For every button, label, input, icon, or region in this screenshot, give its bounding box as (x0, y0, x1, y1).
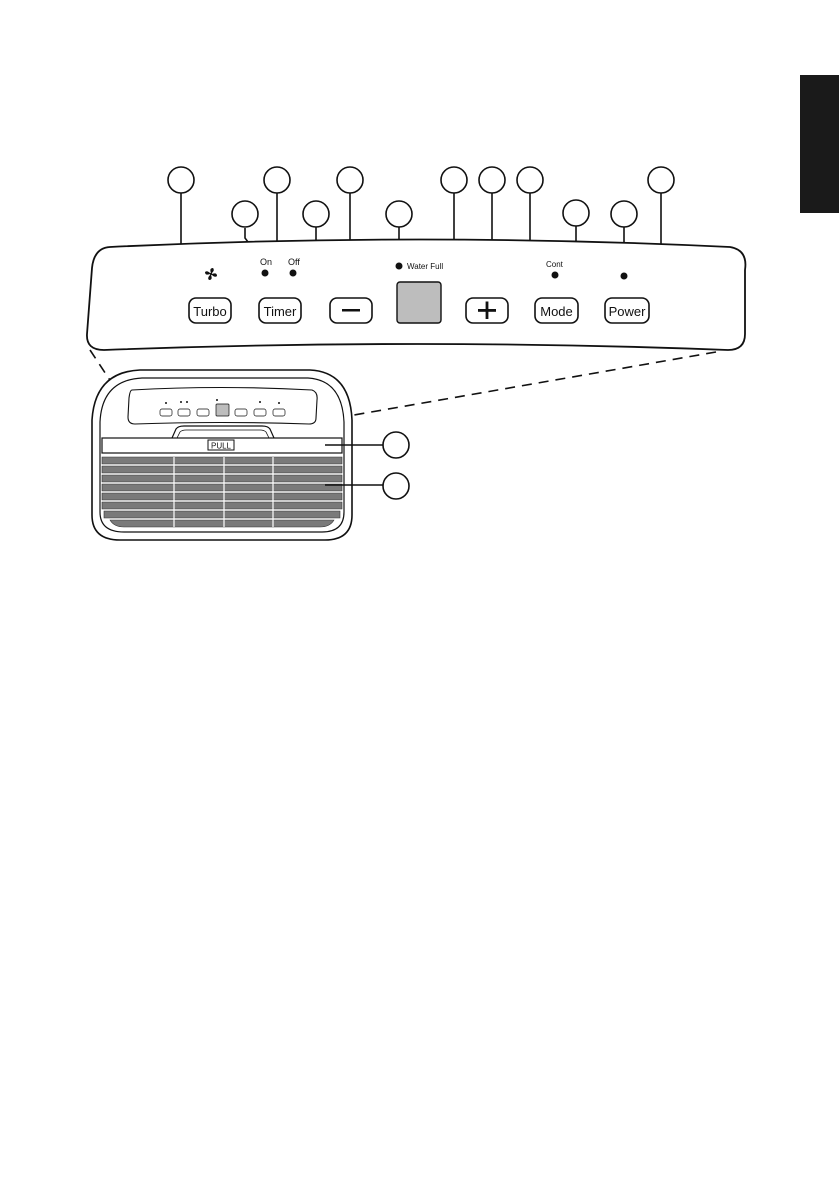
callout-circle-cont (563, 200, 589, 226)
callout-circle-power-led (611, 201, 637, 227)
callout-circle-water-tank (383, 432, 409, 458)
power-led (621, 273, 628, 280)
on-label: On (260, 257, 272, 267)
cont-label: Cont (546, 260, 564, 269)
pull-label: PULL (211, 442, 232, 451)
off-led (290, 270, 297, 277)
callout-circle-mode (517, 167, 543, 193)
unit-callout-circles (383, 432, 409, 499)
callout-circle-minus (337, 167, 363, 193)
callout-circle-on (232, 201, 258, 227)
callout-circles (168, 167, 674, 227)
power-button-label: Power (609, 304, 647, 319)
mode-button[interactable]: Mode (535, 298, 578, 323)
minus-icon (342, 309, 360, 312)
callout-circle-power (648, 167, 674, 193)
turbo-button-label: Turbo (193, 304, 226, 319)
dehumidifier-unit: PULL (92, 370, 352, 540)
callout-circle-display (441, 167, 467, 193)
callout-circle-timer (264, 167, 290, 193)
minus-button[interactable] (330, 298, 372, 323)
water-full-led (396, 263, 403, 270)
on-led (262, 270, 269, 277)
callout-circle-turbo (168, 167, 194, 193)
callout-circle-air-grille (383, 473, 409, 499)
mode-button-label: Mode (540, 304, 573, 319)
callout-circle-plus (479, 167, 505, 193)
timer-button-label: Timer (264, 304, 297, 319)
callout-circle-off (303, 201, 329, 227)
side-tab (800, 75, 839, 213)
timer-button[interactable]: Timer (259, 298, 301, 323)
display (397, 282, 441, 323)
power-button[interactable]: Power (605, 298, 649, 323)
off-label: Off (288, 257, 300, 267)
water-full-label: Water Full (407, 262, 443, 271)
callout-circle-water-full (386, 201, 412, 227)
cont-led (552, 272, 559, 279)
plus-button[interactable] (466, 298, 508, 323)
turbo-button[interactable]: Turbo (189, 298, 231, 323)
